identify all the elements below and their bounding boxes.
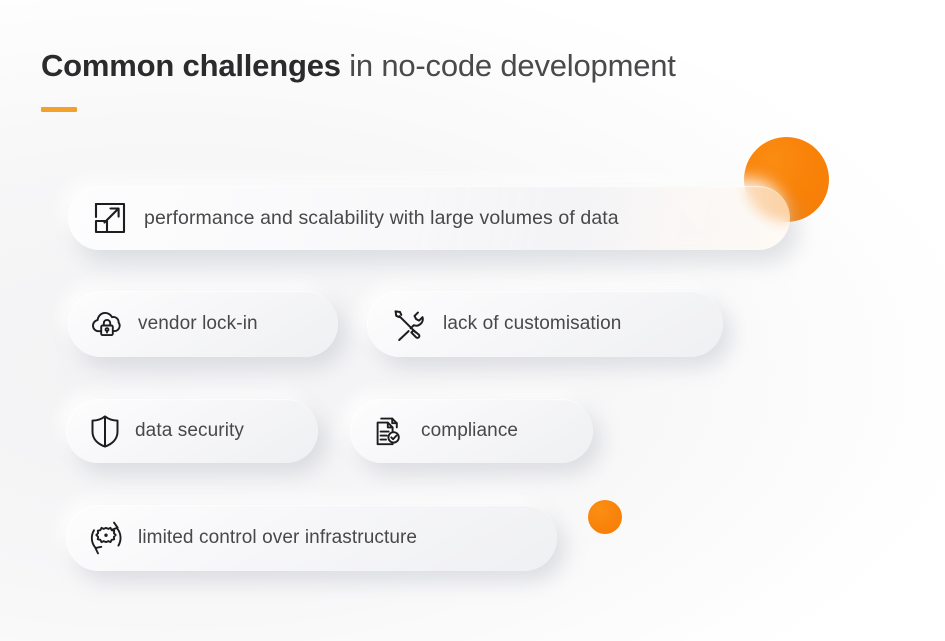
scale-expand-icon: [88, 196, 132, 240]
challenge-label: performance and scalability with large v…: [144, 206, 619, 229]
challenge-pill-performance[interactable]: performance and scalability with large v…: [68, 186, 790, 250]
challenge-label: compliance: [421, 420, 519, 441]
document-check-icon: [369, 411, 409, 451]
challenge-pill-infrastructure[interactable]: limited control over infrastructure: [66, 505, 557, 571]
challenge-label: data security: [135, 420, 245, 441]
shield-icon: [85, 411, 125, 451]
challenge-pill-data-security[interactable]: data security: [66, 399, 318, 463]
gear-refresh-icon: [84, 516, 128, 560]
challenge-pill-compliance[interactable]: compliance: [350, 399, 593, 463]
page-title: Common challenges in no-code development: [41, 44, 676, 88]
screwdriver-wrench-icon: [387, 303, 429, 345]
challenge-label: lack of customisation: [443, 313, 622, 334]
title-accent-rule: [41, 107, 77, 112]
page-title-emphasis: Common challenges: [41, 48, 341, 83]
challenge-pill-customisation[interactable]: lack of customisation: [367, 291, 723, 357]
orange-circle-small: [588, 500, 622, 534]
cloud-lock-icon: [86, 303, 128, 345]
page-title-rest: in no-code development: [340, 48, 676, 83]
challenge-pill-vendor-lock-in[interactable]: vendor lock-in: [68, 291, 338, 357]
challenge-label: limited control over infrastructure: [138, 527, 418, 548]
challenge-label: vendor lock-in: [138, 313, 258, 334]
